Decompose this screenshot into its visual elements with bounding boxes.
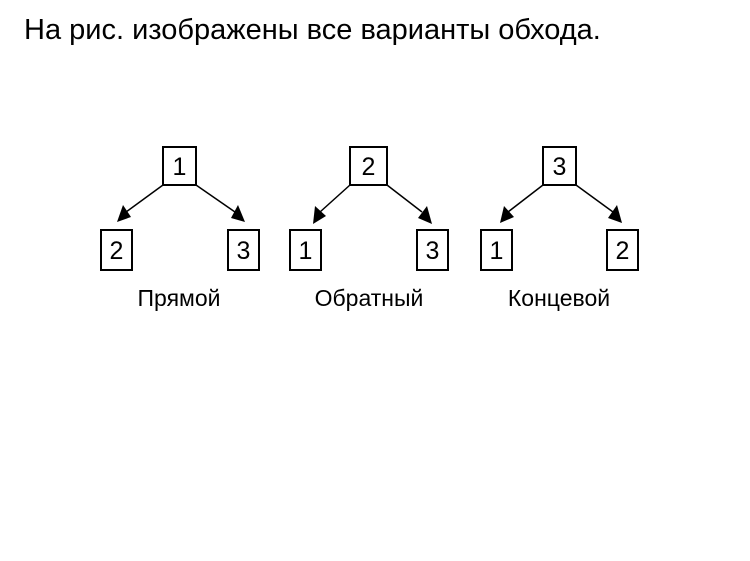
right-node-label: 2 bbox=[616, 237, 630, 265]
root-node-label: 1 bbox=[173, 153, 187, 181]
left-node bbox=[100, 229, 133, 271]
arrowhead-left bbox=[500, 206, 514, 223]
edge-left bbox=[507, 184, 544, 213]
edge-right bbox=[195, 184, 236, 213]
arrowhead-right bbox=[608, 205, 622, 223]
left-node-label: 2 bbox=[110, 237, 124, 265]
edge-left bbox=[319, 184, 351, 213]
right-node bbox=[227, 229, 260, 271]
left-node-label: 1 bbox=[490, 237, 504, 265]
traversal-caption: Обратный bbox=[315, 285, 424, 311]
right-node bbox=[606, 229, 639, 271]
right-node-label: 3 bbox=[237, 237, 251, 265]
tree-preorder: 1 2 3 Прямой bbox=[100, 146, 260, 311]
arrowhead-right bbox=[418, 206, 432, 224]
root-node bbox=[162, 146, 197, 186]
arrowhead-right bbox=[231, 205, 245, 222]
root-node bbox=[542, 146, 577, 186]
edge-left bbox=[125, 184, 164, 213]
left-node bbox=[289, 229, 322, 271]
right-node-label: 3 bbox=[426, 237, 440, 265]
tree-postorder: 2 1 3 Обратный bbox=[289, 146, 449, 311]
traversal-caption: Прямой bbox=[138, 285, 221, 311]
root-node bbox=[349, 146, 388, 186]
left-node bbox=[480, 229, 513, 271]
root-node-label: 2 bbox=[362, 153, 376, 181]
root-node-label: 3 bbox=[553, 153, 567, 181]
edge-right bbox=[575, 184, 614, 213]
traversal-caption: Концевой bbox=[508, 285, 610, 311]
tree-endorder: 3 1 2 Концевой bbox=[480, 146, 639, 311]
page-title: На рис. изображены все варианты обхода. bbox=[24, 14, 601, 46]
left-node-label: 1 bbox=[299, 237, 313, 265]
arrowhead-left bbox=[117, 205, 131, 222]
arrowhead-left bbox=[313, 206, 326, 224]
right-node bbox=[416, 229, 449, 271]
edge-right bbox=[386, 184, 423, 213]
